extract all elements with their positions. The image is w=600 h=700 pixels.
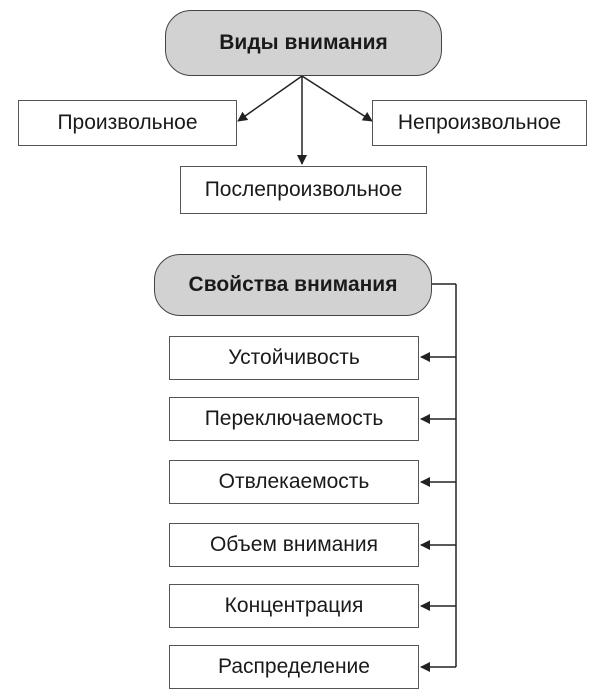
property-distractibility: Отвлекаемость bbox=[169, 460, 419, 504]
arrow-to-involuntary bbox=[301, 75, 373, 122]
property-switchability: Переключаемость bbox=[169, 397, 419, 441]
kinds-title: Виды внимания bbox=[165, 10, 442, 76]
property-concentration: Концентрация bbox=[169, 584, 419, 628]
property-attention-volume: Объем внимания bbox=[169, 523, 419, 567]
property-distribution: Распределение bbox=[169, 645, 419, 689]
kind-voluntary: Произвольное bbox=[18, 100, 237, 146]
kind-involuntary: Непроизвольное bbox=[372, 100, 587, 146]
properties-title: Свойства внимания bbox=[154, 254, 432, 316]
kind-post-voluntary: Послепроизвольное bbox=[180, 166, 427, 214]
arrow-to-voluntary bbox=[237, 75, 303, 122]
property-stability: Устойчивость bbox=[169, 336, 419, 380]
